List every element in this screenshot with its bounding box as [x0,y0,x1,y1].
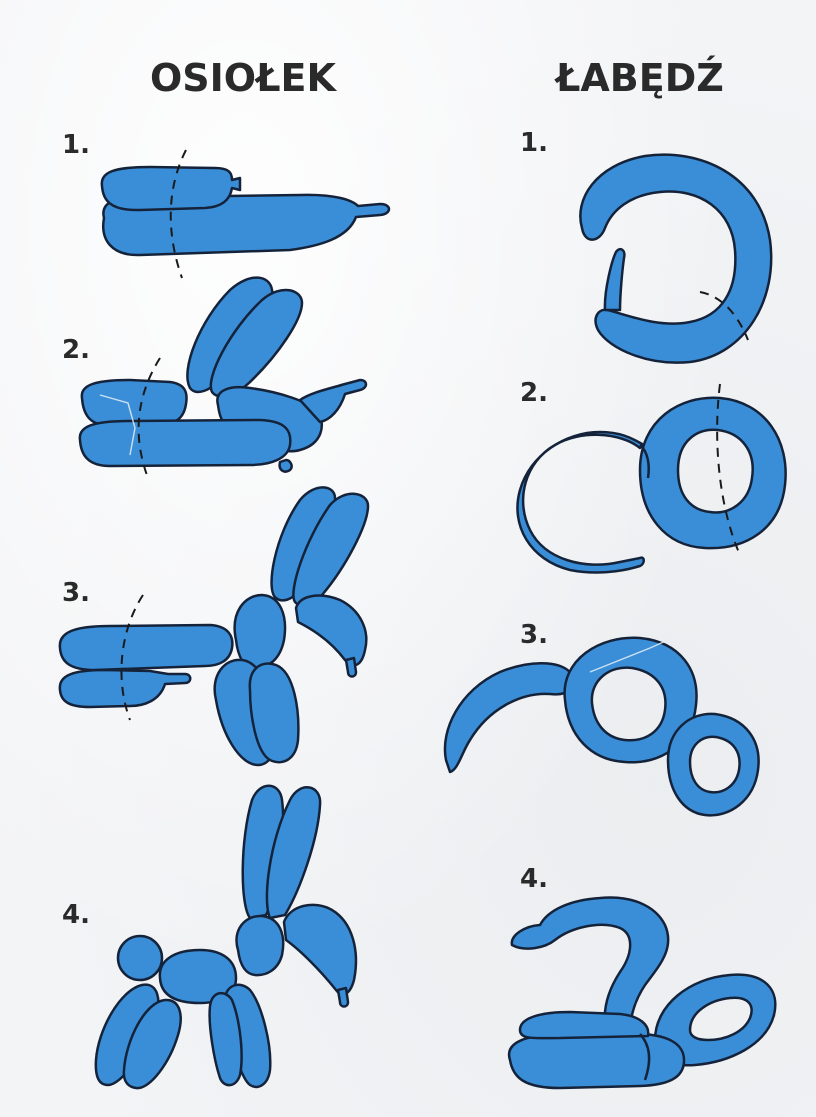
swan-step-4-illustration [509,897,775,1088]
swan-3-tail-loop [668,714,759,815]
swan-step-3-illustration [445,638,759,816]
swan-3-neck [445,663,574,772]
donkey-3-nozzle [346,658,356,677]
donkey-3-neck [60,625,233,670]
swan-step-1-illustration [580,155,771,363]
donkey-4-head [237,916,284,975]
donkey-3-snout [296,596,366,666]
donkey-4-nozzle [338,988,348,1007]
donkey-3-head [235,595,285,668]
donkey-2-neck [82,380,187,425]
swan-step-2-illustration [517,384,785,573]
swan-2-neck [517,432,643,573]
donkey-4-tail [118,936,162,980]
donkey-step-1-illustration [102,150,389,278]
donkey-step-3-illustration [60,487,368,765]
donkey-2-knot [280,460,292,472]
donkey-4-snout [284,905,356,994]
swan-2-ring [640,398,786,548]
swan-1-curl [580,155,771,363]
donkey-step-4-illustration [96,786,356,1088]
swan-4-body-top [520,1012,648,1038]
donkey-2-body [80,420,290,466]
donkey-3-body [60,670,190,707]
donkey-step-2-illustration [80,278,366,478]
swan-4-body [509,1034,684,1088]
swan-1-nozzle [605,249,624,310]
